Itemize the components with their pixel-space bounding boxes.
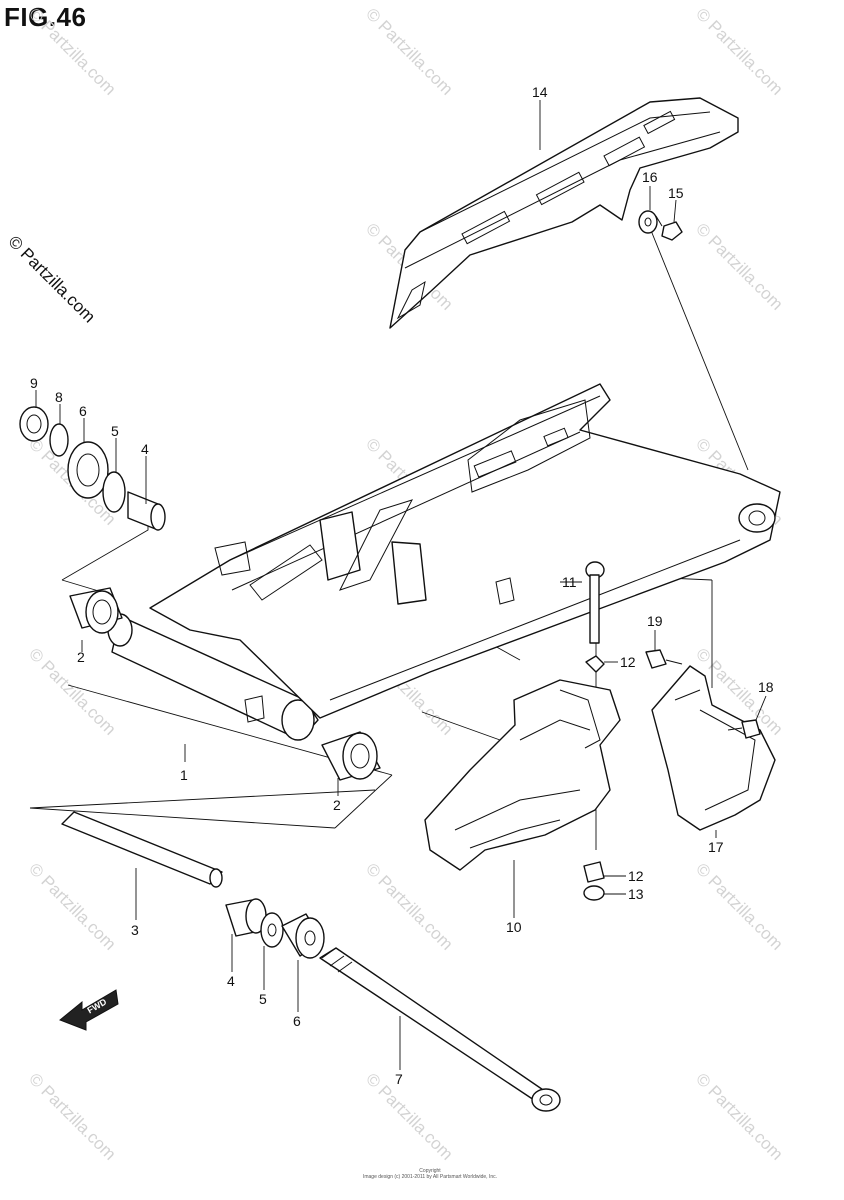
bushing-stack-top-left (19, 406, 166, 531)
callout-leaders (35, 100, 767, 1070)
callout-2-left: 2 (77, 649, 85, 665)
callout-7: 7 (395, 1071, 403, 1087)
washer-part-16 (638, 210, 658, 234)
watermark: © Partzilla.com (692, 1069, 786, 1163)
callout-12-top: 12 (620, 654, 636, 670)
watermark: © Partzilla.com (25, 1069, 119, 1163)
watermark: © Partzilla.com (362, 4, 456, 98)
chain-slider-part-17 (651, 665, 776, 831)
callout-1: 1 (180, 767, 188, 783)
screw-part-18 (727, 719, 761, 739)
callout-16: 16 (642, 169, 658, 185)
callout-6-bottom: 6 (293, 1013, 301, 1029)
watermark: © Partzilla.com (25, 644, 119, 738)
watermark: © Partzilla.com (692, 219, 786, 313)
callout-12-bottom: 12 (628, 868, 644, 884)
fwd-arrow-icon: FWD (59, 989, 119, 1031)
copyright-footer: Copyright Image design (c) 2001-2011 by … (330, 1168, 530, 1180)
nut-part-12-top (585, 655, 605, 673)
callout-9: 9 (30, 375, 38, 391)
footer-line-1: Copyright (419, 1168, 441, 1174)
callout-6-top: 6 (79, 403, 87, 419)
callout-4-top: 4 (141, 441, 149, 457)
callout-11: 11 (562, 574, 577, 590)
chain-guide-part-10 (424, 679, 621, 871)
bushing-stack-bottom (225, 898, 325, 959)
watermark: © Partzilla.com (25, 859, 119, 953)
callout-10: 10 (506, 919, 522, 935)
callout-17: 17 (708, 839, 724, 855)
swingarm-part-1 (107, 383, 781, 741)
callout-3: 3 (131, 922, 139, 938)
pivot-shaft-part-7 (319, 947, 561, 1112)
footer-line-2: Image design (c) 2001-2011 by All Partsm… (362, 1174, 498, 1180)
watermark: © Partzilla.com (692, 859, 786, 953)
watermark: © Partzilla.com (362, 1069, 456, 1163)
bushing-part-2-bottom (321, 731, 381, 781)
pivot-sleeve-part-3 (61, 811, 223, 888)
callout-14: 14 (532, 84, 548, 100)
callout-numbers: 9 8 6 5 4 14 16 15 11 19 12 18 2 1 2 17 … (30, 84, 774, 1087)
callout-18: 18 (758, 679, 774, 695)
callout-13: 13 (628, 886, 644, 902)
bolt-part-11 (585, 561, 605, 644)
bolt-part-19 (645, 649, 683, 669)
washer-part-13 (583, 885, 605, 901)
bushing-part-2-left (69, 587, 123, 634)
callout-15: 15 (668, 185, 684, 201)
figure-title: FIG.46 (4, 2, 87, 32)
callout-4-bottom: 4 (227, 973, 235, 989)
callout-8: 8 (55, 389, 63, 405)
watermark: © Partzilla.com (25, 4, 119, 98)
bolt-part-15 (655, 215, 683, 241)
nut-part-12-bottom (583, 861, 605, 883)
callout-19: 19 (647, 613, 663, 629)
callout-5-bottom: 5 (259, 991, 267, 1007)
chain-guard-part-14 (389, 97, 739, 329)
watermark: © Partzilla.com (692, 4, 786, 98)
watermark: © Partzilla.com (362, 859, 456, 953)
callout-5-top: 5 (111, 423, 119, 439)
callout-2-bottom: 2 (333, 797, 341, 813)
